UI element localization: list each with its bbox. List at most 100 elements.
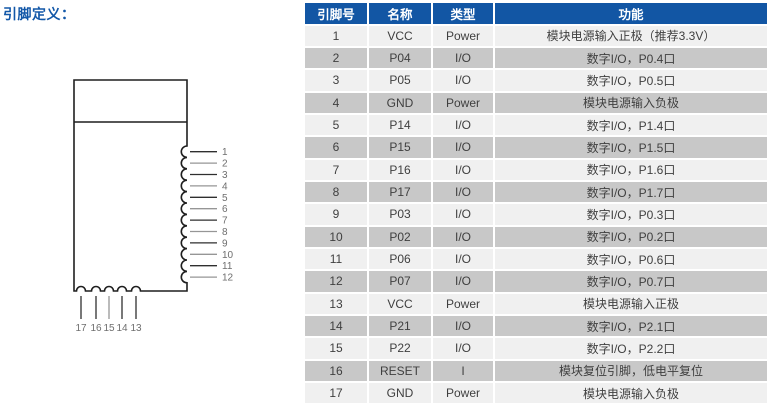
pin-label: 10 xyxy=(222,250,234,261)
pin-label: 11 xyxy=(222,261,233,272)
pin-type-cell: I/O xyxy=(433,181,493,203)
pin-function-cell: 数字I/O，P1.7口 xyxy=(495,181,767,203)
pin-type-cell: I/O xyxy=(433,159,493,180)
pin-number-cell: 12 xyxy=(305,271,367,292)
pin-type-cell: I/O xyxy=(433,226,493,247)
pin-number-cell: 9 xyxy=(305,204,367,225)
pin-label: 16 xyxy=(90,323,102,334)
pin-label: 12 xyxy=(222,273,234,284)
pin-type-cell: Power xyxy=(433,92,493,113)
pin-name-cell: P15 xyxy=(369,137,431,158)
pin-label: 15 xyxy=(103,323,115,334)
pin-type-cell: I/O xyxy=(433,137,493,158)
pin-type-cell: I/O xyxy=(433,315,493,337)
pin-label: 6 xyxy=(222,204,228,215)
pin-function-cell: 数字I/O，P1.6口 xyxy=(495,159,767,180)
pin-name-cell: VCC xyxy=(369,25,431,46)
pin-number-cell: 17 xyxy=(305,383,367,404)
pin-label: 17 xyxy=(75,323,87,334)
pin-name-cell: P17 xyxy=(369,181,431,203)
pin-number-cell: 5 xyxy=(305,114,367,136)
pin-number-cell: 8 xyxy=(305,181,367,203)
pin-name-cell: P16 xyxy=(369,159,431,180)
pin-name-cell: GND xyxy=(369,383,431,404)
pin-type-cell: I/O xyxy=(433,47,493,69)
pin-function-cell: 数字I/O，P0.7口 xyxy=(495,271,767,292)
pin-number-cell: 3 xyxy=(305,70,367,91)
table-header-row: 引脚号 名称 类型 功能 xyxy=(305,3,767,24)
pin-function-cell: 数字I/O，P2.1口 xyxy=(495,315,767,337)
header-name: 名称 xyxy=(369,3,431,24)
pin-function-cell: 数字I/O，P2.2口 xyxy=(495,338,767,359)
pin-type-cell: Power xyxy=(433,293,493,314)
pin-number-cell: 10 xyxy=(305,226,367,247)
pin-label: 5 xyxy=(222,193,228,204)
pin-name-cell: P14 xyxy=(369,114,431,136)
pin-type-cell: I/O xyxy=(433,248,493,270)
pin-number-cell: 4 xyxy=(305,92,367,113)
pin-name-cell: P07 xyxy=(369,271,431,292)
pin-function-cell: 数字I/O，P1.4口 xyxy=(495,114,767,136)
pin-number-cell: 14 xyxy=(305,315,367,337)
pin-function-cell: 模块电源输入负极 xyxy=(495,383,767,404)
pin-name-cell: P21 xyxy=(369,315,431,337)
pin-label: 7 xyxy=(222,216,228,227)
pin-name-cell: P22 xyxy=(369,338,431,359)
pin-type-cell: I xyxy=(433,360,493,381)
pin-number-cell: 11 xyxy=(305,248,367,270)
pin-label: 1 xyxy=(222,147,228,158)
pin-label: 9 xyxy=(222,238,228,249)
pin-label: 13 xyxy=(130,323,142,334)
pin-type-cell: I/O xyxy=(433,204,493,225)
header-pin-number: 引脚号 xyxy=(305,3,367,24)
pin-name-cell: P06 xyxy=(369,248,431,270)
pin-function-cell: 数字I/O，P0.3口 xyxy=(495,204,767,225)
header-type: 类型 xyxy=(433,3,493,24)
pin-function-cell: 数字I/O，P0.2口 xyxy=(495,226,767,247)
pin-type-cell: Power xyxy=(433,25,493,46)
pin-function-cell: 数字I/O，P0.6口 xyxy=(495,248,767,270)
module-outline xyxy=(73,79,188,292)
pin-label: 4 xyxy=(222,181,228,192)
pin-name-cell: P02 xyxy=(369,226,431,247)
pin-name-cell: RESET xyxy=(369,360,431,381)
pin-name-cell: VCC xyxy=(369,293,431,314)
pin-name-cell: P03 xyxy=(369,204,431,225)
pin-function-cell: 数字I/O，P0.4口 xyxy=(495,47,767,69)
pin-name-cell: P05 xyxy=(369,70,431,91)
pin-number-cell: 13 xyxy=(305,293,367,314)
pin-function-cell: 模块复位引脚，低电平复位 xyxy=(495,360,767,381)
pin-label: 3 xyxy=(222,170,228,181)
pin-name-cell: P04 xyxy=(369,47,431,69)
pin-number-cell: 6 xyxy=(305,137,367,158)
pin-type-cell: Power xyxy=(433,383,493,404)
pin-number-cell: 1 xyxy=(305,25,367,46)
page-title: 引脚定义： xyxy=(3,6,76,22)
pin-number-cell: 7 xyxy=(305,159,367,180)
pin-type-cell: I/O xyxy=(433,114,493,136)
pin-number-cell: 16 xyxy=(305,360,367,381)
pin-function-cell: 模块电源输入负极 xyxy=(495,92,767,113)
pin-number-cell: 15 xyxy=(305,338,367,359)
pin-type-cell: I/O xyxy=(433,70,493,91)
pin-number-cell: 2 xyxy=(305,47,367,69)
pin-function-cell: 数字I/O，P0.5口 xyxy=(495,70,767,91)
